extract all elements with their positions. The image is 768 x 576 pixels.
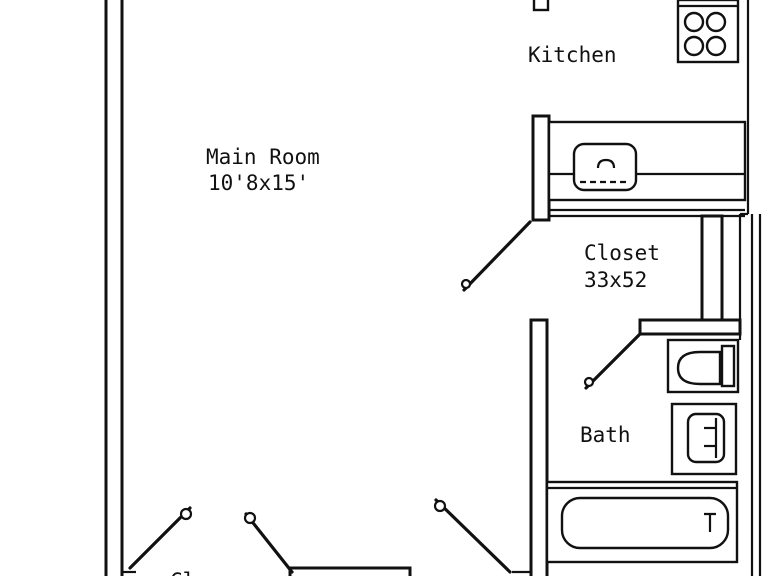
toilet-icon	[666, 338, 740, 394]
door-bottom-right	[433, 498, 512, 574]
outer-wall-right	[738, 0, 762, 576]
kitchen-partition	[531, 114, 747, 222]
kitchen-label: Kitchen	[528, 43, 617, 67]
bottom-closet-label: Cl	[170, 569, 195, 576]
bathtub-icon	[545, 480, 739, 564]
closet-label: Closet	[584, 241, 660, 265]
bath-wall-left	[529, 318, 549, 576]
outer-wall-left	[104, 0, 124, 576]
main-room-dimensions: 10'8x15'	[208, 171, 309, 195]
bottom-wall	[122, 566, 531, 576]
door-bottom-center	[243, 511, 294, 574]
stove-icon	[676, 0, 740, 64]
kitchen-top-fixture	[532, 0, 550, 12]
closet-bath-wall	[638, 318, 742, 336]
door-bottom-left	[128, 506, 193, 570]
main-room-label: Main Room	[206, 145, 320, 169]
door-main-to-kitchen	[460, 220, 532, 292]
door-closet-to-bath	[583, 332, 642, 390]
bath-label: Bath	[580, 423, 631, 447]
bathroom-sink-icon	[670, 402, 738, 476]
sink-icon	[572, 142, 638, 192]
closet-wall-right	[700, 214, 724, 322]
closet-dimensions: 33x52	[584, 268, 647, 292]
